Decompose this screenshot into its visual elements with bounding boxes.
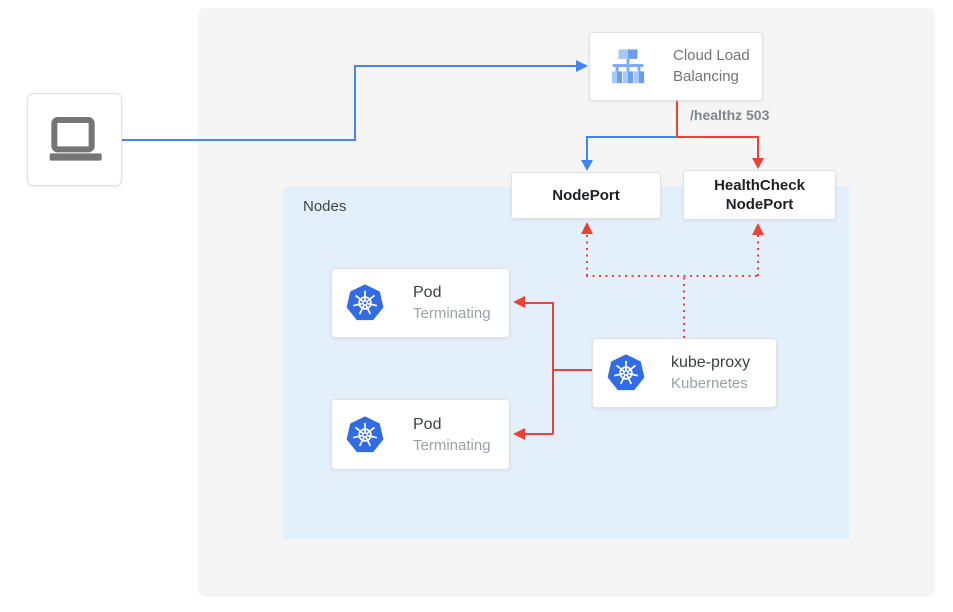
kubeproxy-to-pod2-arrowhead [513,428,525,440]
pod-title: Pod [413,284,442,301]
client-to-clb-arrowhead [576,60,588,72]
kubernetes-icon [346,415,384,452]
pod-node-2: Pod Terminating [331,399,510,470]
cloud-load-balancing-label: Cloud Load Balancing [673,47,750,85]
clb-to-nodeport-arrowhead [581,160,593,171]
kubeproxy-to-pod1-arrowhead [513,296,525,308]
pod-title: Pod [413,415,442,433]
clb-to-nodeport-line [586,136,677,160]
nodeport-node: NodePort [511,172,661,219]
kube-proxy-node: kube-proxy Kubernetes [592,338,777,408]
pod-status: Terminating [413,305,491,322]
kube-proxy-title: kube-proxy [671,354,751,371]
load-balancer-icon [611,48,645,83]
kubeproxy-dotted-line [586,235,759,338]
nodes-container-label: Nodes [303,198,347,215]
kubeproxy-to-pods-line [525,302,592,435]
kubernetes-icon [607,354,645,391]
pod-node-1: Pod Terminating [331,268,510,338]
laptop-icon [49,116,102,161]
kubeproxy-to-nodeport-arrowhead [581,222,593,234]
kubeproxy-to-healthcheck-arrowhead [752,223,764,235]
client-node [27,93,122,186]
kubernetes-icon [346,284,384,321]
kube-proxy-subtitle: Kubernetes [671,375,748,392]
clb-to-healthcheck-arrowhead [752,158,764,169]
pod-status: Terminating [413,436,491,454]
cloud-load-balancing-node: Cloud Load Balancing [589,32,763,101]
client-to-clb-line [122,65,576,141]
clb-to-healthcheck-line [676,101,759,158]
healthz-status-label: /healthz 503 [690,107,770,123]
healthcheck-nodeport-node: HealthCheck NodePort [683,170,836,220]
